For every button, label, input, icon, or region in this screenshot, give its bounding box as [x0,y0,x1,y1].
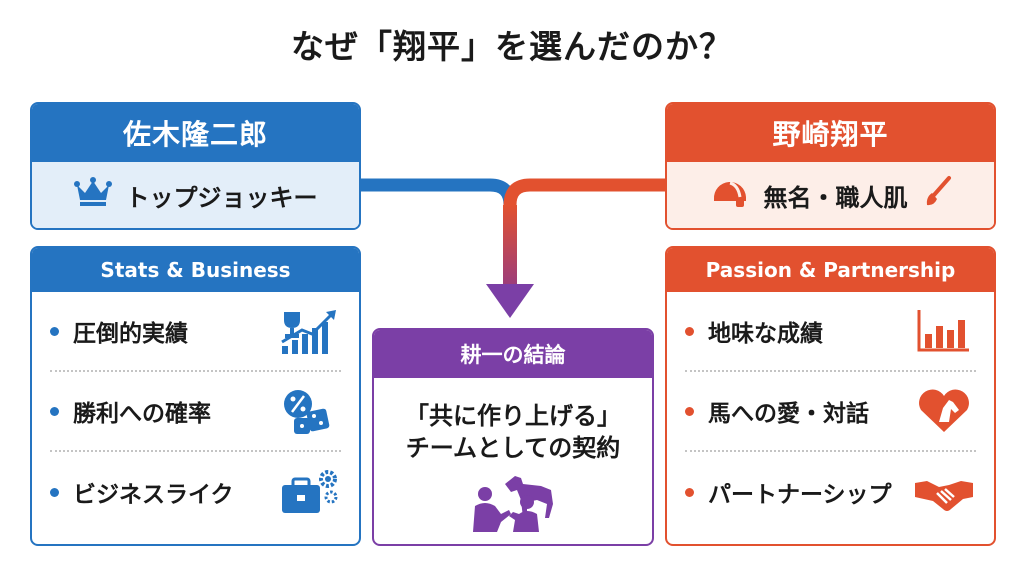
list-item: パートナーシップ [685,452,976,532]
bullet-icon [50,326,59,336]
persona-nozaki-tagline-row: 無名・職人肌 [667,162,994,228]
persona-nozaki: 野崎翔平 無名・職人肌 [665,102,996,230]
page-title: なぜ「翔平」を選んだのか？ [291,27,733,66]
conclusion-line-1: 「共に作り上げる」 [405,402,621,430]
brush-icon [922,175,952,215]
handshake-icon [912,466,976,518]
panel-passion-partnership: Passion & Partnership 地味な成績 馬への愛・対話 パートナ… [665,246,996,546]
panel-stats-business-title: Stats & Business [32,248,359,292]
bullet-icon [685,326,694,336]
conclusion-title: 耕一の結論 [374,330,652,378]
trophy-growth-chart-icon [277,305,341,357]
panel-passion-partnership-title: Passion & Partnership [667,248,994,292]
people-horse-icon [374,474,652,532]
bullet-icon [50,487,59,497]
arrow-head [486,284,534,318]
heart-horse-icon [912,385,976,437]
persona-nozaki-tagline: 無名・職人肌 [763,183,908,212]
list-item: ビジネスライク [50,452,341,532]
list-item: 馬への愛・対話 [685,372,976,452]
list-item-label: 勝利への確率 [73,401,211,427]
connector-left [361,178,517,285]
percent-dice-icon [277,385,341,437]
conclusion-box: 耕一の結論 「共に作り上げる」 チームとしての契約 [372,328,654,546]
connector-right [503,178,665,285]
helmet-icon [710,175,750,215]
list-item-label: 圧倒的実績 [73,321,188,347]
list-item-label: 地味な成績 [708,321,823,347]
list-item-label: ビジネスライク [73,482,234,508]
briefcase-gears-icon [277,466,341,518]
list-item-label: パートナーシップ [708,482,892,508]
list-item: 勝利への確率 [50,372,341,452]
persona-sasaki-name: 佐木隆二郎 [32,104,359,162]
persona-nozaki-name: 野崎翔平 [667,104,994,162]
conclusion-line-2: チームとしての契約 [405,434,621,462]
bullet-icon [685,487,694,497]
persona-sasaki-tagline: トップジョッキー [125,183,318,212]
bullet-icon [685,406,694,416]
crown-icon [73,176,112,214]
persona-sasaki: 佐木隆二郎 トップジョッキー [30,102,361,230]
list-item: 地味な成績 [685,292,976,372]
list-item: 圧倒的実績 [50,292,341,372]
panel-stats-business: Stats & Business 圧倒的実績 勝利への確率 [30,246,361,546]
bullet-icon [50,406,59,416]
persona-sasaki-tagline-row: トップジョッキー [32,162,359,228]
bar-chart-icon [912,305,976,357]
list-item-label: 馬への愛・対話 [708,401,869,427]
